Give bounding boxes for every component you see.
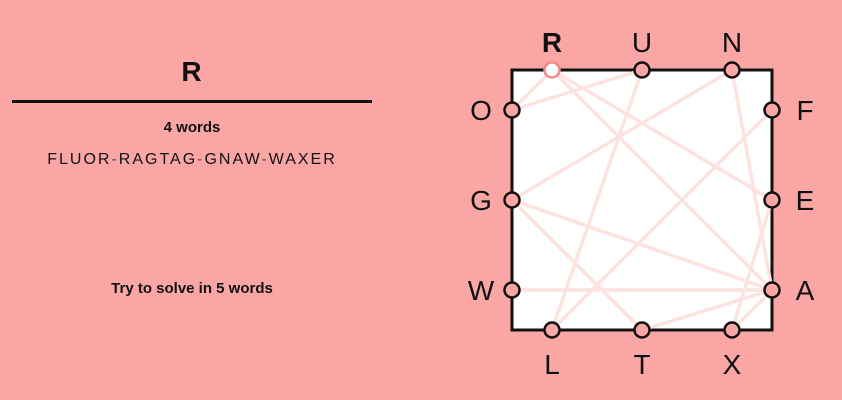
- path-segment: [511, 198, 773, 292]
- letter-dot-x[interactable]: [723, 321, 741, 339]
- letter-x[interactable]: X: [723, 349, 742, 380]
- letter-f[interactable]: F: [796, 95, 813, 126]
- path-segment: [510, 68, 554, 112]
- letter-dot-e[interactable]: [763, 191, 781, 209]
- letter-dot-r[interactable]: [543, 61, 561, 79]
- letter-l[interactable]: L: [544, 349, 560, 380]
- letter-dots: [503, 61, 781, 339]
- word-separator: -: [197, 151, 205, 168]
- path-segment: [730, 288, 774, 332]
- path-segment: [730, 69, 774, 291]
- found-word: GNAW: [204, 151, 262, 168]
- current-word-underline: [12, 100, 372, 103]
- letter-r[interactable]: R: [542, 27, 562, 58]
- letter-dot-w[interactable]: [503, 281, 521, 299]
- path-segment: [510, 198, 644, 332]
- word-separator: -: [111, 151, 119, 168]
- word-separator: -: [261, 151, 269, 168]
- path-segment: [730, 199, 774, 331]
- letter-e[interactable]: E: [796, 185, 815, 216]
- letter-o[interactable]: O: [470, 95, 492, 126]
- word-count: 4 words: [163, 119, 221, 136]
- path-segment: [551, 68, 773, 202]
- letter-dot-l[interactable]: [543, 321, 561, 339]
- letter-w[interactable]: W: [468, 275, 495, 306]
- letter-dot-o[interactable]: [503, 101, 521, 119]
- word-panel: R 4 words FLUOR-RAGTAG-GNAW-WAXER Try to…: [12, 0, 372, 400]
- letter-dot-t[interactable]: [633, 321, 651, 339]
- path-segment: [550, 68, 774, 292]
- found-words: FLUOR-RAGTAG-GNAW-WAXER: [12, 151, 372, 169]
- letter-boxed-board[interactable]: R U N L T X O G W F E A: [430, 0, 842, 400]
- letter-n[interactable]: N: [722, 27, 742, 58]
- path-segment: [511, 68, 733, 202]
- found-word: WAXER: [268, 151, 337, 168]
- path-segment: [511, 68, 643, 112]
- letter-t[interactable]: T: [633, 349, 650, 380]
- path-segment: [550, 108, 774, 332]
- letter-dot-f[interactable]: [763, 101, 781, 119]
- letter-labels: R U N L T X O G W F E A: [468, 27, 815, 380]
- found-word: FLUOR: [47, 151, 112, 168]
- letter-a[interactable]: A: [796, 275, 815, 306]
- solve-hint: Try to solve in 5 words: [111, 280, 273, 297]
- letter-dot-u[interactable]: [633, 61, 651, 79]
- letter-g[interactable]: G: [470, 185, 492, 216]
- current-word: R: [181, 56, 203, 87]
- letter-dot-n[interactable]: [723, 61, 741, 79]
- letter-u[interactable]: U: [632, 27, 652, 58]
- played-path: [510, 68, 774, 332]
- path-segment: [641, 288, 773, 332]
- found-word: RAGTAG: [118, 151, 198, 168]
- letter-dot-a[interactable]: [763, 281, 781, 299]
- letter-dot-g[interactable]: [503, 191, 521, 209]
